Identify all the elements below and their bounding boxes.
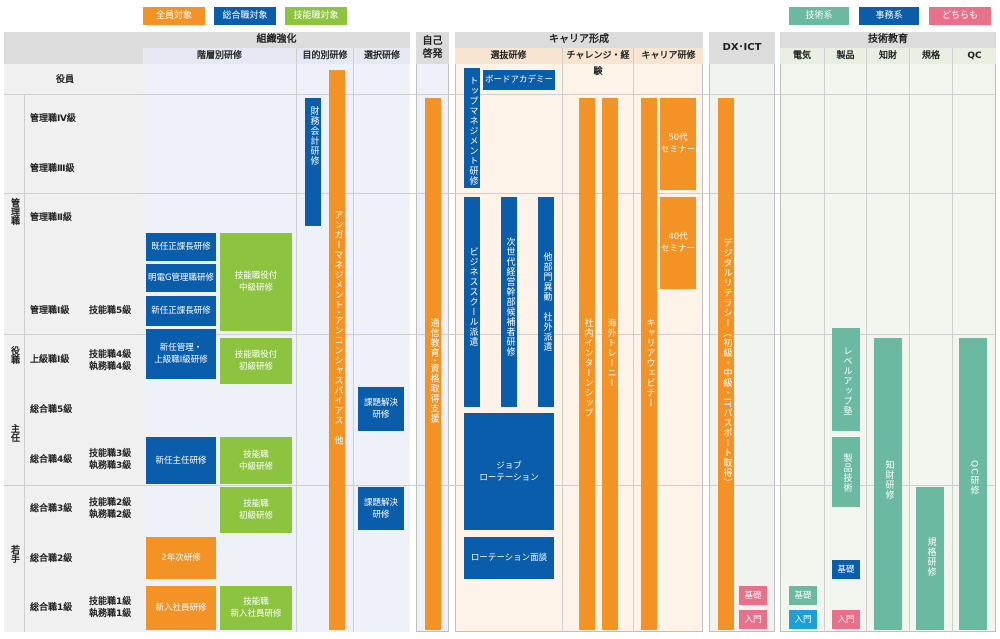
tech-beg-box: 技能職 初級研修 [220, 487, 292, 533]
selection-header: 選抜研修 [455, 48, 562, 64]
challenge-header: チャレンジ・経験 [563, 48, 633, 77]
row-mgr1: 管理職Ⅰ級 [30, 306, 70, 316]
ip-header: 知財 [867, 48, 909, 64]
tech-mid-box: 技能職 中級研修 [220, 437, 292, 484]
year2-box: 2年次研修 [146, 537, 216, 579]
tech-mid-officer-box: 技能職役付 中級研修 [220, 233, 292, 331]
problem1-box: 課題解決 研修 [358, 387, 404, 431]
dx-basic-box: 基礎 [739, 586, 767, 605]
legend-both: どちらも [929, 7, 991, 25]
new-mgr-box: 新任管理・ 上級職Ⅰ級研修 [146, 329, 216, 379]
new-leader-box: 新任主任研修 [146, 437, 216, 484]
ip-training-box: 知財研修 [874, 338, 902, 630]
self-header: 自己 啓発 [416, 32, 449, 64]
qc-header: QC [953, 48, 996, 64]
row-tech3: 技能職3級 執務職3級 [89, 449, 132, 471]
legend-general: 総合職対象 [214, 7, 276, 25]
qc-training-box: QC研修 [959, 338, 987, 630]
internship-box: 社内インターンシップ [579, 98, 595, 630]
row-label-bg [4, 64, 143, 632]
legend-tech: 技能職対象 [285, 7, 347, 25]
row-gen3: 総合職3級 [30, 504, 73, 514]
distance-box: 通信教育･資格取得支援 [425, 98, 441, 630]
tech-beg-officer-box: 技能職役付 初級研修 [220, 338, 292, 384]
grid-line [4, 94, 996, 95]
row-gen1: 総合職1級 [30, 603, 73, 613]
grid-line [562, 48, 563, 632]
grid-line [24, 94, 25, 632]
meiden-g-box: 明電G管理職研修 [146, 264, 216, 292]
new-chief-box: 新任正課長研修 [146, 296, 216, 326]
row-exec: 役員 [56, 75, 75, 85]
row-tech1: 技能職1級 執務職1級 [89, 597, 132, 619]
grid-line [4, 334, 996, 335]
row-tech4: 技能職4級 執務職4級 [89, 350, 132, 372]
level-up-box: レベルアップ塾 [832, 328, 860, 431]
purpose-header: 目的別研修 [297, 48, 353, 64]
std-training-box: 規格研修 [916, 487, 944, 630]
row-gen5: 総合職5級 [30, 405, 73, 415]
row-gen4: 総合職4級 [30, 455, 73, 465]
elec-header: 電気 [780, 48, 824, 64]
grid-line [952, 48, 953, 632]
row-gen2: 総合職2級 [30, 554, 73, 564]
row-mgr3: 管理職Ⅲ級 [30, 164, 75, 174]
group-young: 若手 [9, 545, 19, 563]
tech-new-box: 技能職 新入社員研修 [220, 586, 292, 630]
grid-line [4, 193, 996, 194]
grid-line [296, 48, 297, 632]
grid-line [824, 48, 825, 632]
standard-header: 規格 [910, 48, 952, 64]
grid-line [909, 48, 910, 632]
board-box: ボードアカデミー [483, 70, 555, 90]
career-training-header: キャリア研修 [634, 48, 703, 64]
elec-basic-box: 基礎 [789, 586, 817, 605]
other-dept-box: 他部門異動 社外派遣 [538, 197, 554, 407]
rotation-interview-box: ローテーション面談 [464, 537, 554, 579]
legend-office: 事務系 [859, 7, 919, 25]
row-tech5: 技能職5級 [89, 306, 132, 316]
row-mgr4: 管理職Ⅳ級 [30, 114, 76, 124]
grid-line [633, 48, 634, 632]
anger-box: アンガーマネジメント･アンコンシャスバイアス 他 [329, 70, 345, 630]
digital-box: デジタルリテラシー（初級・中級・ITパスポート取得） [718, 98, 734, 630]
elec-intro-box: 入門 [789, 610, 817, 629]
select-header: 選択研修 [354, 48, 410, 64]
grid-line [353, 48, 354, 632]
s40-box: 40代 セミナー [660, 197, 696, 289]
prod-intro-box: 入門 [832, 610, 860, 629]
product-tech-box: 製品技術 [832, 437, 860, 507]
tech-edu-header: 技術教育 [780, 32, 996, 48]
business-school-box: ビジネススクール派遣 [464, 197, 480, 407]
legend-all: 全員対象 [143, 7, 205, 25]
problem2-box: 課題解決 研修 [358, 487, 404, 530]
group-chief: 主任 [9, 424, 19, 442]
finance-box: 財務会計研修 [305, 98, 321, 226]
corner-header [4, 32, 143, 64]
top-mgmt-box: トップマネジメント研修 [464, 68, 480, 188]
prod-basic-box: 基礎 [832, 560, 860, 579]
group-officer: 役職 [9, 346, 19, 364]
row-senior1: 上級職Ⅰ級 [30, 355, 70, 365]
s50-box: 50代 セミナー [660, 98, 696, 190]
existing-chief-box: 既任正課長研修 [146, 233, 216, 261]
newcomer-box: 新入社員研修 [146, 586, 216, 630]
dx-intro-box: 入門 [739, 610, 767, 629]
legend-engineering: 技術系 [789, 7, 849, 25]
org-header: 組織強化 [143, 32, 410, 48]
row-tech2: 技能職2級 執務職2級 [89, 498, 132, 520]
row-mgr2: 管理職Ⅱ級 [30, 213, 72, 223]
overseas-box: 海外トレーニー [602, 98, 618, 630]
grid-line [866, 48, 867, 632]
product-header: 製品 [825, 48, 866, 64]
dx-header: DX･ICT [709, 32, 775, 64]
career-header: キャリア形成 [455, 32, 703, 48]
group-management: 管理職 [9, 198, 19, 225]
next-gen-box: 次世代経営幹部候補者研修 [501, 197, 517, 407]
career-webinar-box: キャリアウェビナー [641, 98, 657, 630]
job-rotation-box: ジョブ ローテーション [464, 413, 554, 530]
tiered-header: 階層別研修 [143, 48, 296, 64]
